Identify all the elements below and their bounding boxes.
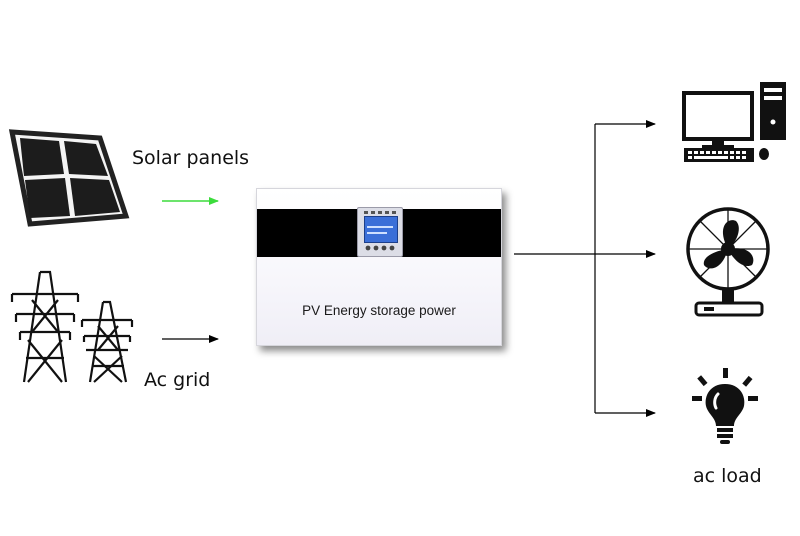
electric-fan-icon	[686, 207, 770, 317]
ac-grid-label: Ac grid	[144, 369, 211, 391]
light-bulb-icon	[692, 368, 758, 444]
desktop-computer-icon	[682, 82, 786, 162]
solar-panels-label: Solar panels	[132, 147, 250, 169]
device-screen-icon	[364, 216, 398, 243]
device-buttons-icon	[364, 211, 396, 251]
power-tower-icon	[10, 270, 134, 383]
device-label: PV Energy storage power	[302, 303, 456, 318]
energy-storage-device: PV Energy storage power	[256, 188, 502, 346]
device-control-panel	[357, 207, 403, 257]
solar-panel-icon	[8, 129, 130, 227]
ac-load-label: ac load	[693, 465, 762, 487]
